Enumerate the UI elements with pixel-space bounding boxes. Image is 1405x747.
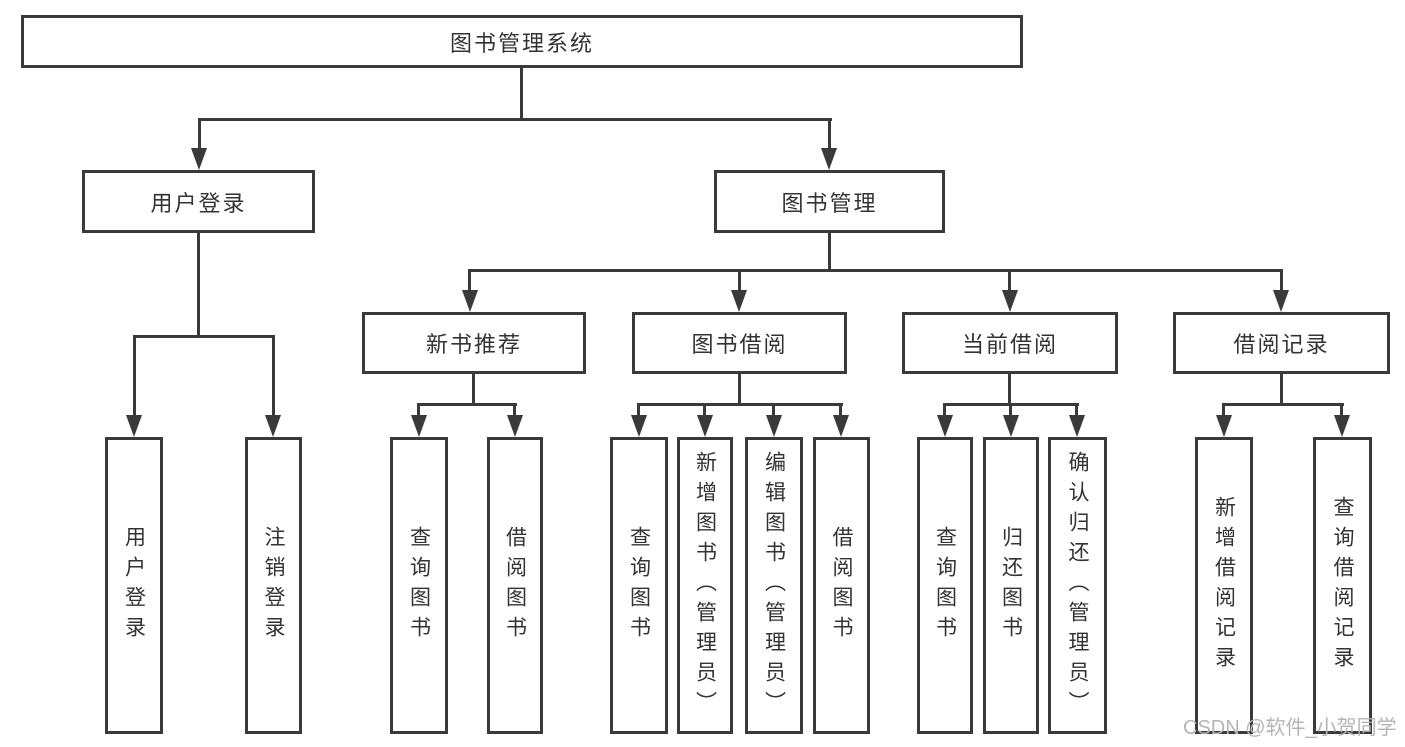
connector-new-book-recommend-drop [468,269,471,294]
connector-user-login-stem [197,233,200,338]
connector-current-borrow-stem [1008,374,1011,406]
node-root-label: 图书管理系统 [449,30,594,56]
arrowhead-leaf-bb-query [631,415,647,437]
node-leaf-bb-borrow-book-label: 借阅图书 [830,525,853,646]
connector-leaf-bb-edit-drop [772,403,775,419]
connector-borrow-records-stem [1280,374,1283,406]
connector-leaf-bb-query-drop [637,403,640,419]
node-borrow-records-label: 借阅记录 [1233,332,1330,357]
connector-root-stem [520,68,523,120]
node-leaf-nb-query-book-label: 查询图书 [407,525,431,646]
arrowhead-new-book-recommend [462,290,478,312]
connector-leaf-bb-borrow-drop [839,403,842,419]
connector-book-management-stem [828,233,831,272]
arrowhead-current-borrow [1002,290,1018,312]
node-leaf-cb-return-book: 归还图书 [983,437,1039,734]
node-leaf-br-add-record: 新增借阅记录 [1195,437,1253,734]
arrowhead-leaf-cb-query [937,415,953,437]
arrowhead-leaf-bb-borrow [833,415,849,437]
node-leaf-logout: 注销登录 [245,437,302,734]
node-leaf-bb-add-book: 新增图书（管理员） [677,437,733,734]
node-borrow-records: 借阅记录 [1173,312,1390,374]
connector-new-book-recommend-stem [472,374,475,406]
arrowhead-book-management [821,148,837,170]
arrowhead-borrow-records [1273,290,1289,312]
node-leaf-user-login-label: 用户登录 [122,525,146,646]
arrowhead-leaf-bb-add [697,415,713,437]
connector-book-borrow-drop [738,269,741,294]
connector-book-management-bar [468,269,1283,272]
connector-book-borrow-stem [738,374,741,406]
node-leaf-bb-query-book-label: 查询图书 [627,525,651,646]
node-leaf-bb-borrow-book: 借阅图书 [813,437,870,734]
arrowhead-leaf-user-login [126,415,142,437]
node-leaf-br-query-record-label: 查询借阅记录 [1331,495,1354,676]
node-leaf-cb-confirm-return-label: 确认归还（管理员） [1066,450,1089,721]
connector-borrow-records-bar [1222,403,1344,406]
node-root: 图书管理系统 [21,15,1023,68]
node-user-login-label: 用户登录 [150,190,247,216]
node-leaf-nb-borrow-book: 借阅图书 [487,437,543,734]
connector-user-login-bar [133,335,275,338]
node-leaf-nb-borrow-book-label: 借阅图书 [503,525,527,646]
connector-leaf-br-query-drop [1340,403,1343,419]
arrowhead-leaf-cb-confirm [1069,415,1085,437]
arrowhead-leaf-bb-edit [766,415,782,437]
arrowhead-leaf-br-query [1334,415,1350,437]
connector-leaf-bb-add-drop [703,403,706,419]
node-current-borrow: 当前借阅 [902,312,1118,374]
node-new-book-recommend: 新书推荐 [362,312,586,374]
node-leaf-logout-label: 注销登录 [262,525,285,646]
connector-leaf-nb-borrow-drop [513,403,516,419]
node-new-book-recommend-label: 新书推荐 [425,332,522,357]
csdn-watermark: CSDN @软件_小贺同学 [1183,717,1397,739]
arrowhead-user-login [191,148,207,170]
node-leaf-br-add-record-label: 新增借阅记录 [1212,495,1236,676]
node-leaf-cb-query-book: 查询图书 [917,437,973,734]
arrowhead-leaf-logout [265,415,281,437]
arrowhead-leaf-nb-query [411,415,427,437]
connector-user-login-drop [198,118,201,152]
connector-leaf-user-login-drop [133,335,136,417]
arrowhead-leaf-nb-borrow [507,415,523,437]
connector-book-management-drop [828,118,831,152]
node-leaf-cb-confirm-return: 确认归还（管理员） [1048,437,1107,734]
connector-leaf-nb-query-drop [417,403,420,419]
node-user-login: 用户登录 [82,170,315,233]
connector-root-bar [198,118,832,121]
connector-leaf-br-add-drop [1222,403,1225,419]
node-current-borrow-label: 当前借阅 [961,332,1058,357]
node-leaf-bb-add-book-label: 新增图书（管理员） [693,450,717,721]
arrowhead-leaf-cb-return [1003,415,1019,437]
node-leaf-cb-return-book-label: 归还图书 [999,525,1023,646]
node-leaf-user-login: 用户登录 [105,437,163,734]
node-leaf-bb-edit-book-label: 编辑图书（管理员） [762,450,786,721]
node-leaf-cb-query-book-label: 查询图书 [933,525,957,646]
connector-current-borrow-drop [1008,269,1011,294]
arrowhead-leaf-br-add [1216,415,1232,437]
connector-leaf-logout-drop [272,335,275,417]
arrowhead-book-borrow [731,290,747,312]
connector-leaf-cb-query-drop [943,403,946,419]
node-book-borrow: 图书借阅 [632,312,847,374]
node-book-management-label: 图书管理 [781,190,878,216]
connector-borrow-records-drop [1280,269,1283,294]
node-book-borrow-label: 图书借阅 [691,332,788,357]
node-leaf-nb-query-book: 查询图书 [390,437,448,734]
node-leaf-bb-query-book: 查询图书 [610,437,668,734]
connector-leaf-cb-confirm-drop [1075,403,1078,419]
node-book-management: 图书管理 [714,170,945,233]
connector-leaf-cb-return-drop [1009,403,1012,419]
node-leaf-br-query-record: 查询借阅记录 [1313,437,1372,734]
connector-new-book-recommend-bar [417,403,517,406]
node-leaf-bb-edit-book: 编辑图书（管理员） [745,437,803,734]
connector-book-borrow-bar [637,403,843,406]
